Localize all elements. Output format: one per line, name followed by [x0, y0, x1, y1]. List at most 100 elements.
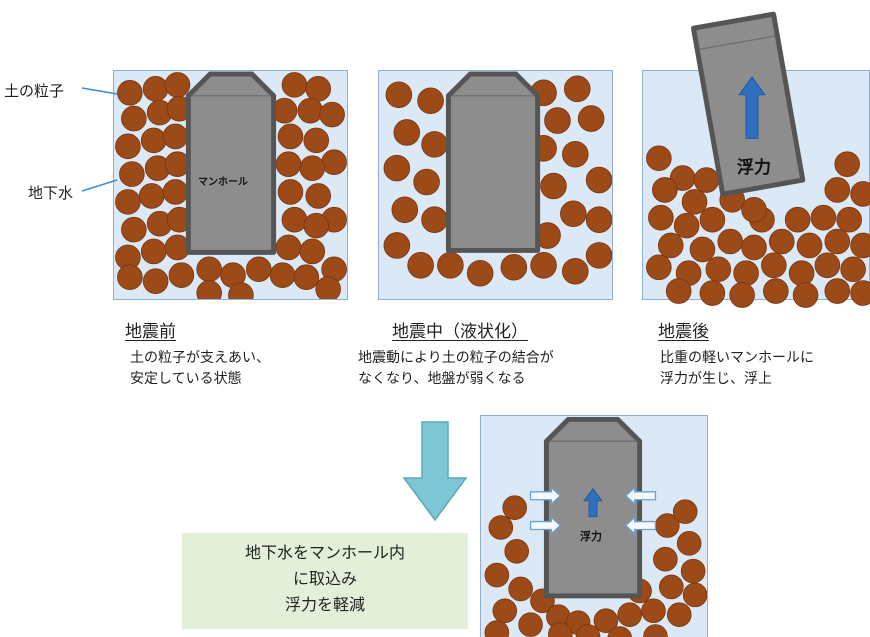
soil-particle [164, 72, 191, 98]
soil-particle [245, 256, 272, 283]
soil-particle [319, 101, 345, 128]
soil-particle [705, 256, 732, 283]
soil-particle [228, 282, 254, 299]
soil-particle [652, 177, 678, 203]
soil-particle [585, 206, 612, 233]
soil-particle [305, 76, 332, 102]
soil-particle [792, 282, 819, 308]
soil-particle [502, 495, 527, 520]
soil-particle [162, 179, 189, 205]
soil-particle [733, 260, 759, 287]
caption-desc-before-1: 土の粒子が支えあい、 [130, 350, 270, 366]
soil-particle [393, 119, 421, 146]
soil-particle [810, 204, 837, 231]
soil-particle [140, 127, 167, 154]
soil-particle [437, 252, 464, 279]
caption-desc-during-1: 地震動により土の粒子の結合が [358, 350, 554, 366]
soil-particle [421, 131, 448, 158]
soil-particle [121, 216, 147, 243]
soil-particle [840, 256, 866, 283]
soil-particle [142, 268, 169, 294]
soil-particle [585, 166, 612, 194]
buoyancy-label-after: 浮力 [737, 158, 771, 178]
soil-particle [689, 236, 716, 263]
soil-particle [117, 264, 143, 290]
soil-particle [407, 252, 434, 279]
caption-desc-after-2: 浮力が生じ、浮上 [660, 371, 772, 387]
buoyancy-arrow [738, 76, 766, 139]
soil-particle [646, 254, 672, 281]
soil-particle [383, 154, 411, 182]
soil-particle [641, 598, 666, 624]
soil-particle [643, 624, 668, 637]
caption-desc-during-2: なくなり、地盤が弱くなる [358, 371, 526, 387]
soil-particle [293, 264, 320, 290]
water-inflow-arrow [624, 516, 657, 535]
soil-particle [562, 140, 589, 168]
panel-after-earthquake: 浮力 [642, 11, 870, 308]
during-scene [383, 71, 612, 287]
soil-particle [196, 280, 222, 299]
soil-particle [142, 76, 169, 102]
soil-particle [665, 278, 692, 304]
soil-particle [140, 238, 167, 265]
soil-particle [488, 515, 514, 540]
soil-particle [699, 280, 726, 306]
soil-particle [504, 538, 529, 564]
soil-particle [383, 232, 411, 259]
soil-particle [115, 189, 141, 215]
soil-particle [717, 228, 744, 255]
soil-particle [563, 75, 591, 103]
soil-particle [117, 80, 143, 106]
solution-textbox: 地下水をマンホール内 に取込み 浮力を軽減 [182, 533, 468, 629]
soil-particle [682, 582, 707, 608]
soil-particle [321, 149, 347, 175]
soil-particle [560, 200, 587, 228]
soil-particle [275, 151, 302, 177]
soil-particle [277, 123, 304, 150]
after-scene [646, 11, 870, 308]
soil-particle [281, 206, 308, 233]
caption-desc-before-2: 安定している状態 [130, 371, 242, 387]
soil-particle [277, 179, 304, 205]
caption-desc-after-1: 比重の軽いマンホールに [660, 350, 814, 366]
soil-particle [593, 608, 619, 633]
soil-particle [540, 172, 567, 200]
water-inflow-arrow [529, 486, 562, 506]
caption-title-after: 地震後 [658, 322, 709, 342]
soil-particle [484, 620, 510, 637]
soil-particle [518, 612, 543, 637]
soil-particle [761, 252, 787, 279]
soil-particle [680, 558, 706, 584]
soil-particles-label: 土の粒子 [4, 82, 65, 100]
soil-particle [299, 155, 326, 181]
caption-title-before: 地震前 [125, 322, 176, 342]
soil-particle [577, 105, 605, 132]
soil-particle [850, 232, 870, 259]
soil-particle [646, 145, 672, 172]
soil-particle [834, 151, 860, 177]
soil-particle [824, 177, 851, 203]
soil-particle [729, 282, 755, 308]
soil-particle [676, 531, 702, 556]
soil-particle [119, 161, 145, 187]
soil-particle [544, 107, 571, 134]
manhole-cap-line [699, 35, 776, 50]
soil-particle [659, 574, 684, 600]
soil-particle [585, 242, 612, 269]
soil-particle [681, 189, 708, 215]
panel-solution: 浮力 [480, 415, 708, 637]
soil-particle [648, 204, 674, 231]
soil-particle [138, 183, 165, 209]
soil-particle [784, 206, 811, 233]
soil-particle [850, 280, 870, 306]
solution-line-2: に取込み [292, 569, 357, 588]
manhole-body [445, 71, 541, 253]
soil-particle [413, 168, 440, 196]
soil-particle [741, 196, 767, 223]
solution-line-3: 浮力を軽減 [284, 595, 365, 614]
soil-particle [466, 259, 494, 287]
soil-particle [115, 133, 141, 160]
soil-particle [617, 602, 642, 628]
soil-particle [788, 260, 815, 287]
